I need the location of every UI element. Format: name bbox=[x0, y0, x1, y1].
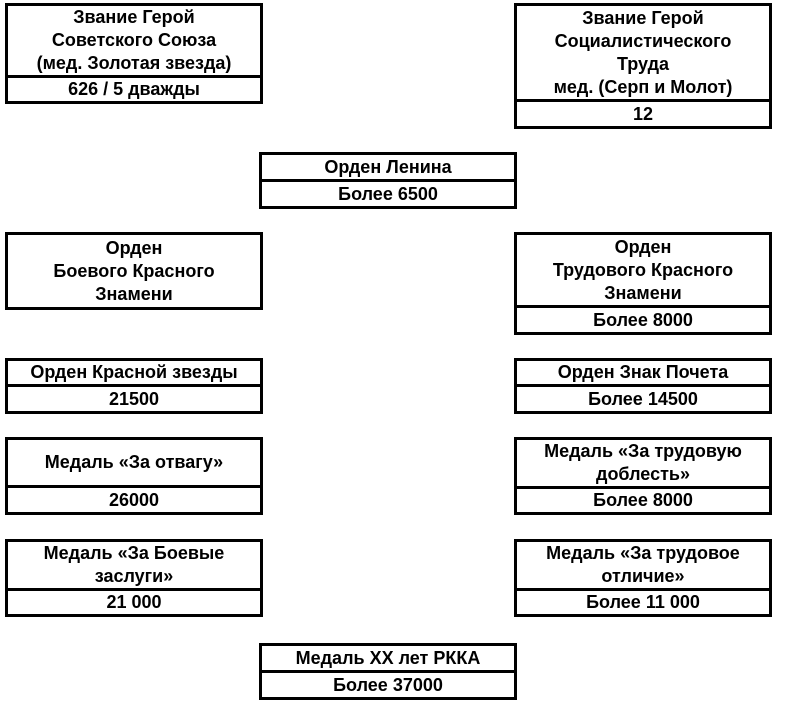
award-count: 26000 bbox=[8, 485, 260, 512]
award-box-medal-battle-merit: Медаль «За Боевые заслуги» 21 000 bbox=[5, 539, 263, 617]
award-name: Орден Боевого Красного Знамени bbox=[53, 237, 215, 304]
award-box-badge-of-honour: Орден Знак Почета Более 14500 bbox=[514, 358, 772, 414]
award-name: Медаль «За отвагу» bbox=[44, 452, 224, 472]
award-name: Звание Герой Социалистического Труда мед… bbox=[553, 7, 733, 97]
award-name: Медаль «За Боевые заслуги» bbox=[43, 543, 225, 586]
award-count: Более 14500 bbox=[517, 384, 769, 411]
award-name: Медаль «За трудовую доблесть» bbox=[544, 441, 742, 484]
award-name: Орден Знак Почета bbox=[557, 362, 729, 382]
award-box-order-red-banner: Орден Боевого Красного Знамени bbox=[5, 232, 263, 310]
award-count: Более 11 000 bbox=[517, 588, 769, 614]
award-count: Более 8000 bbox=[517, 305, 769, 332]
award-box-order-of-lenin: Орден Ленина Более 6500 bbox=[259, 152, 517, 209]
award-box-order-red-star: Орден Красной звезды 21500 bbox=[5, 358, 263, 414]
award-count: 12 bbox=[517, 99, 769, 126]
award-box-medal-for-courage: Медаль «За отвагу» 26000 bbox=[5, 437, 263, 515]
award-box-medal-labour-distinction: Медаль «За трудовое отличие» Более 11 00… bbox=[514, 539, 772, 617]
award-count: 21500 bbox=[8, 384, 260, 411]
award-count: Более 8000 bbox=[517, 486, 769, 512]
award-count: Более 6500 bbox=[262, 179, 514, 206]
award-box-medal-labour-valour: Медаль «За трудовую доблесть» Более 8000 bbox=[514, 437, 772, 515]
award-name: Орден Ленина bbox=[324, 156, 452, 177]
award-name: Медаль «За трудовое отличие» bbox=[546, 543, 740, 586]
award-count: 626 / 5 дважды bbox=[8, 75, 260, 101]
award-name: Орден Трудового Красного Знамени bbox=[552, 236, 734, 303]
award-box-order-red-banner-of-labour: Орден Трудового Красного Знамени Более 8… bbox=[514, 232, 772, 335]
award-box-hero-soviet-union: Звание Герой Советского Союза (мед. Золо… bbox=[5, 3, 263, 104]
award-name: Орден Красной звезды bbox=[30, 362, 238, 382]
award-count: Более 37000 bbox=[262, 670, 514, 697]
award-box-medal-xx-years-rkka: Медаль XX лет РККА Более 37000 bbox=[259, 643, 517, 700]
award-box-hero-socialist-labour: Звание Герой Социалистического Труда мед… bbox=[514, 3, 772, 129]
award-count: 21 000 bbox=[8, 588, 260, 614]
award-name: Медаль XX лет РККА bbox=[295, 647, 481, 668]
award-name: Звание Герой Советского Союза (мед. Золо… bbox=[36, 7, 232, 73]
